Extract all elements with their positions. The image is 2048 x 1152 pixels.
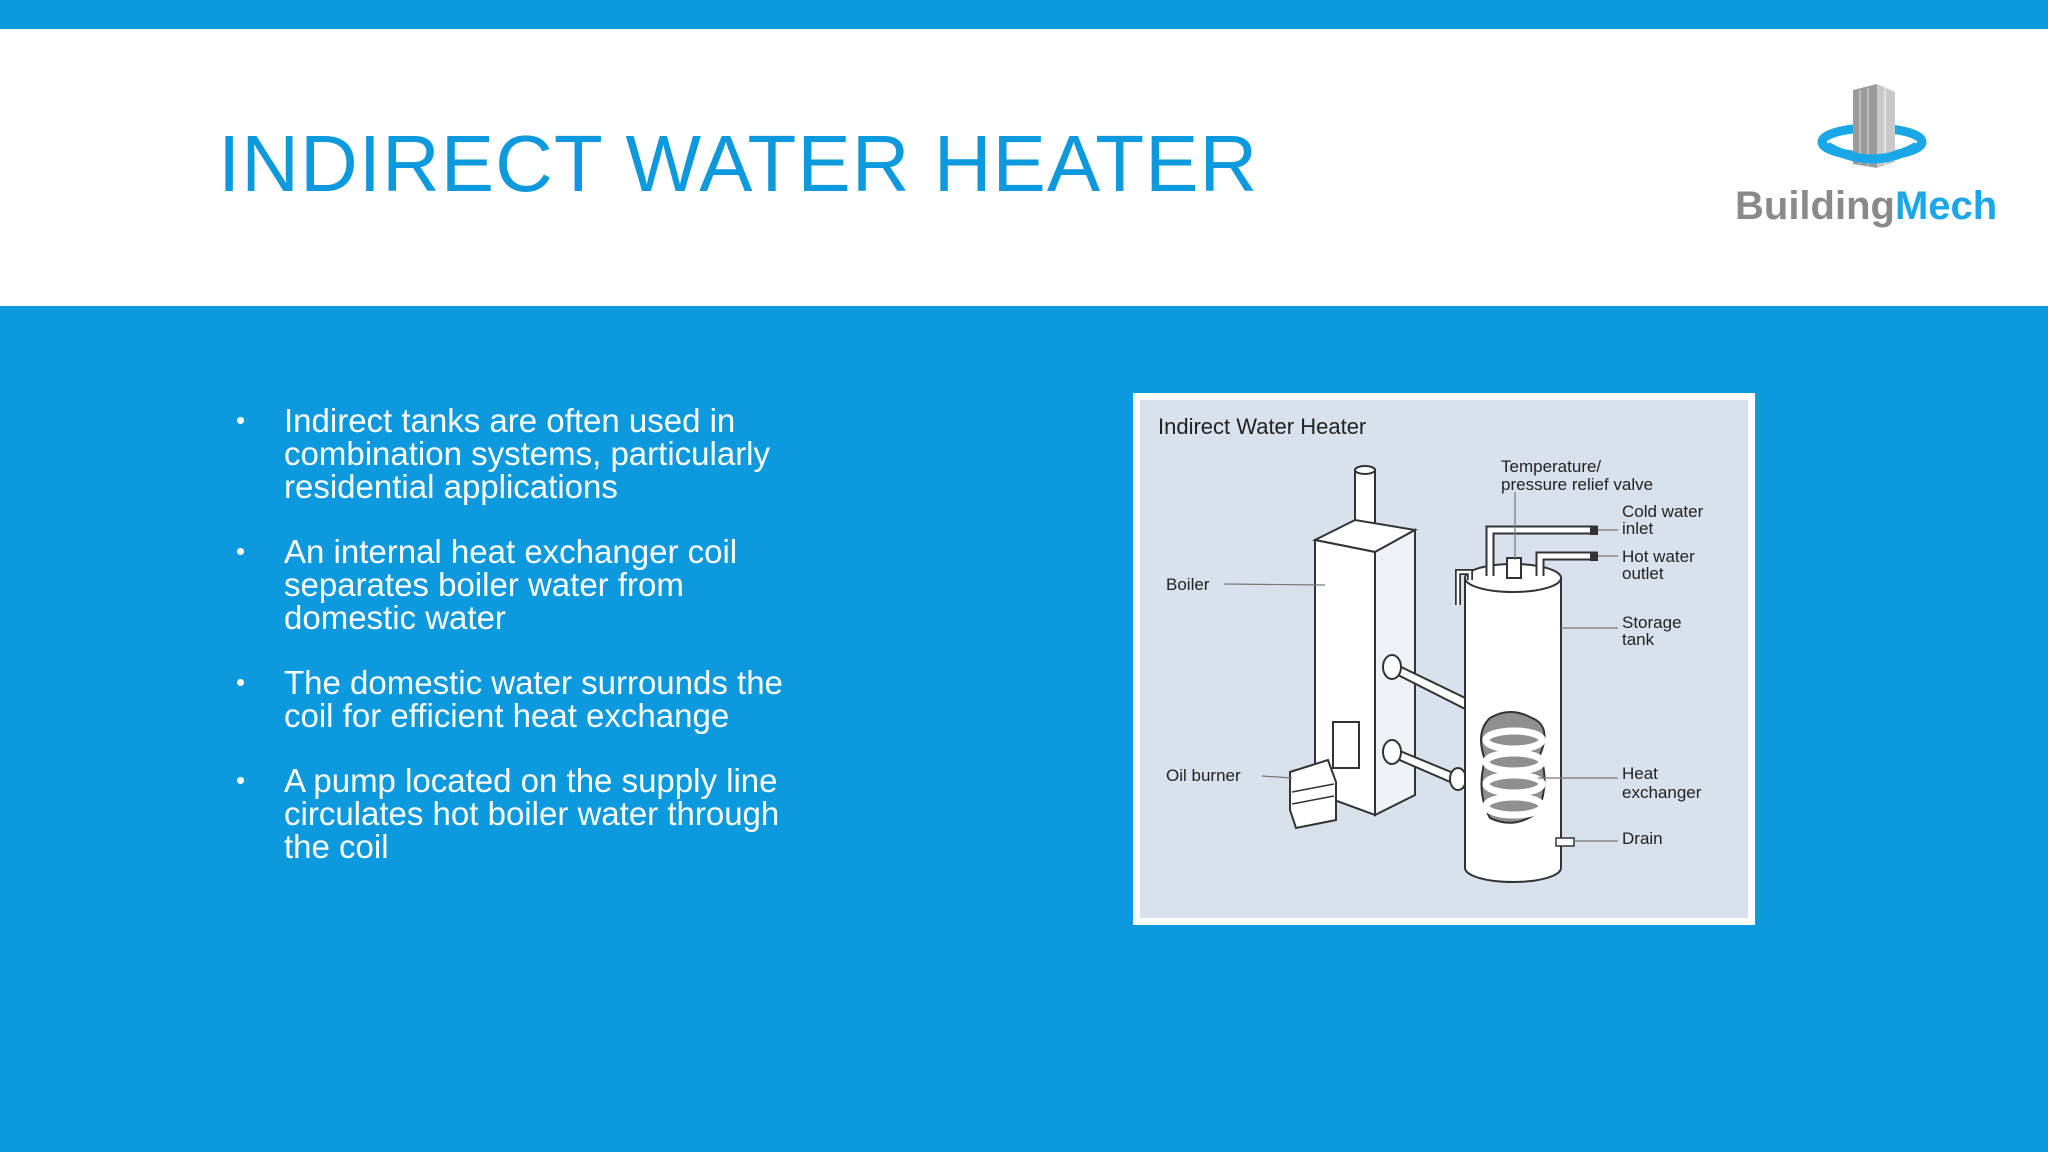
logo-word-mech: Mech: [1894, 184, 1998, 228]
label-storage-tank-line2: tank: [1622, 630, 1655, 649]
cold-inlet-fitting: [1590, 526, 1598, 535]
hot-outlet-fitting: [1590, 552, 1598, 561]
top-accent-bar: [0, 0, 2048, 29]
logo-building-icon: [1817, 84, 1927, 168]
diagram-figure: Indirect Water Heater: [1133, 393, 1755, 925]
logo-wordmark: BuildingMech: [1735, 184, 2010, 229]
bullet-item: • The domestic water surrounds the coil f…: [232, 666, 792, 732]
bullet-text: The domestic water surrounds the coil fo…: [284, 664, 783, 734]
bullet-list: • Indirect tanks are often used in combin…: [232, 404, 792, 895]
bullet-item: • An internal heat exchanger coil separat…: [232, 535, 792, 634]
label-drain: Drain: [1622, 829, 1663, 848]
label-heat-exchanger-line1: Heat: [1622, 764, 1658, 783]
label-temp-relief-line1: Temperature/: [1501, 457, 1601, 476]
bullet-marker: •: [236, 536, 246, 566]
logo-word-building: Building: [1735, 184, 1895, 228]
label-hot-water-line2: outlet: [1622, 564, 1664, 583]
bullet-item: • Indirect tanks are often used in combin…: [232, 404, 792, 503]
bullet-item: • A pump located on the supply line circu…: [232, 764, 792, 863]
label-temp-relief-line2: pressure relief valve: [1501, 475, 1653, 494]
bullet-marker: •: [236, 765, 246, 795]
label-cold-water-line1: Cold water: [1622, 502, 1704, 521]
bullet-marker: •: [236, 405, 246, 435]
indirect-water-heater-diagram: Indirect Water Heater: [1158, 414, 1704, 883]
label-cold-water-line2: inlet: [1622, 519, 1653, 538]
label-boiler: Boiler: [1166, 575, 1210, 594]
oil-burner-shape: [1289, 758, 1337, 830]
diagram-title: Indirect Water Heater: [1158, 414, 1366, 439]
bullet-text: A pump located on the supply line circul…: [284, 762, 780, 865]
label-oil-burner: Oil burner: [1166, 766, 1241, 785]
bullet-text: An internal heat exchanger coil separate…: [284, 533, 738, 636]
slide-title: INDIRECT WATER HEATER: [218, 119, 1259, 208]
slide-header: [0, 29, 2048, 306]
label-heat-exchanger-line2: exchanger: [1622, 783, 1702, 802]
bullet-marker: •: [236, 667, 246, 697]
label-storage-tank-line1: Storage: [1622, 613, 1682, 632]
diagram-panel: Indirect Water Heater: [1140, 400, 1748, 918]
label-hot-water-line1: Hot water: [1622, 547, 1695, 566]
buildingmech-logo: BuildingMech: [1735, 80, 2010, 240]
bullet-text: Indirect tanks are often used in combina…: [284, 402, 771, 505]
